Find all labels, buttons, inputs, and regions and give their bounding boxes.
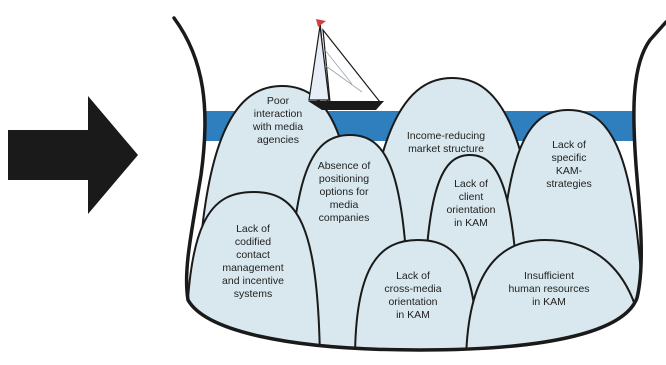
hill-label-line: Insufficient	[524, 270, 574, 282]
sailboat-icon	[308, 19, 384, 110]
hill-label-line: positioning	[319, 173, 369, 185]
hill-label-line: media	[330, 199, 359, 211]
hill-label-line: Poor	[267, 95, 290, 107]
hill-label-line: companies	[319, 212, 370, 224]
hill-label-line: market structure	[408, 143, 484, 155]
hill-label-line: Lack of	[552, 139, 586, 151]
hill-label-line: in KAM	[396, 309, 430, 321]
hill-label-line: codified	[235, 236, 271, 248]
hill-label-line: specific	[551, 152, 586, 164]
hill-label-line: with media	[252, 121, 303, 133]
hill-label-line: orientation	[388, 296, 437, 308]
hill-label-line: and incentive	[222, 275, 284, 287]
hill-label-line: KAM-	[556, 165, 583, 177]
hill-label-line: interaction	[254, 108, 303, 120]
hill-label-line: client	[459, 191, 484, 203]
hill-label-line: in KAM	[454, 217, 488, 229]
hill-label-line: agencies	[257, 134, 299, 146]
hill-label-line: management	[222, 262, 283, 274]
hill-label-line: human resources	[508, 283, 589, 295]
hill-label-line: Lack of	[396, 270, 430, 282]
hill-label-line: in KAM	[532, 296, 566, 308]
hill-label-line: Income-reducing	[407, 130, 485, 142]
hill-label-line: orientation	[446, 204, 495, 216]
hill-label-line: options for	[319, 186, 369, 198]
hill-label-line: strategies	[546, 178, 592, 190]
hill-label-line: Lack of	[236, 223, 270, 235]
hill-label-line: Absence of	[318, 160, 371, 172]
hill-label-line: cross-media	[384, 283, 441, 295]
hill-label-line: systems	[234, 288, 273, 300]
hill-label-line: contact	[236, 249, 270, 261]
hill-label-line: Lack of	[454, 178, 488, 190]
right-arrow-icon	[8, 96, 138, 214]
